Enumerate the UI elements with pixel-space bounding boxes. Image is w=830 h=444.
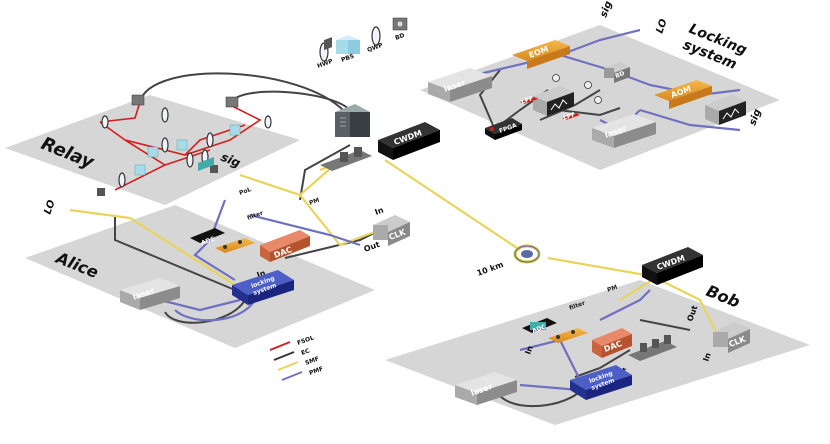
bob-in-label-2: In bbox=[523, 344, 535, 356]
ec-swatch bbox=[273, 351, 295, 361]
function-generator-2 bbox=[705, 95, 746, 125]
fsol-swatch bbox=[269, 341, 291, 351]
fpga: FPGA bbox=[485, 118, 522, 140]
smf-label: SMF bbox=[304, 355, 320, 366]
pmf-label: PMF bbox=[308, 365, 324, 377]
locking-lo-label: LO bbox=[654, 17, 669, 35]
mixer-icons bbox=[552, 74, 602, 104]
ec-label: EC bbox=[300, 347, 311, 357]
alice-in-label-2: In bbox=[256, 268, 268, 280]
function-generator-1 bbox=[533, 86, 574, 116]
fiber-length-label: 10 km bbox=[476, 260, 505, 278]
cwdm-alice: CWDM bbox=[378, 122, 440, 160]
dac-bob: DAC bbox=[592, 328, 632, 358]
bob-locking-unit: locking system bbox=[570, 365, 632, 400]
pol-label: PoL bbox=[238, 186, 252, 197]
eom: EOM bbox=[512, 40, 570, 69]
smf-swatch bbox=[277, 361, 299, 371]
locking-laser-1: laser bbox=[428, 68, 492, 102]
locking-sig-right: sig bbox=[747, 108, 763, 127]
pmf-cables bbox=[159, 28, 741, 392]
bob-laser: laser bbox=[455, 372, 517, 405]
electrical-cables bbox=[114, 69, 691, 408]
filter-unit-bob bbox=[628, 335, 677, 361]
detector bbox=[335, 104, 370, 137]
bd-label: BD bbox=[394, 32, 405, 42]
locking-laser-2: laser bbox=[592, 114, 656, 148]
alice-laser: laser bbox=[120, 278, 180, 310]
alice-locking-unit: locking system bbox=[232, 270, 294, 305]
locking-sig-top: sig bbox=[598, 0, 614, 19]
pbs-cube bbox=[134, 124, 241, 176]
modulator-bob bbox=[548, 328, 588, 343]
adc-alice: ADC bbox=[190, 157, 225, 247]
adc-bob-label: ADC bbox=[531, 323, 547, 335]
locking-bd-label: BD bbox=[614, 70, 625, 80]
bd-block bbox=[131, 94, 239, 108]
bob-in-label: In bbox=[701, 351, 713, 363]
alice-out-label: Out bbox=[363, 240, 382, 254]
pbs-label: PBS bbox=[340, 53, 355, 64]
filter-label-alice: filter bbox=[246, 210, 264, 222]
lpf-2: LPF bbox=[562, 111, 580, 122]
fiber-coupler bbox=[97, 165, 218, 196]
lpf-2-label: LPF bbox=[562, 111, 576, 122]
hwp-label: HWP bbox=[316, 58, 334, 70]
relay-lo-label: LO bbox=[42, 198, 57, 216]
pbs-icon bbox=[336, 35, 360, 54]
clk-bob: CLK bbox=[713, 322, 750, 353]
lpf-1: LPF bbox=[520, 95, 538, 106]
pm-label-bob: PM bbox=[606, 284, 618, 294]
fiber-spool bbox=[513, 244, 541, 264]
pmf-swatch bbox=[281, 371, 303, 381]
alice-in-label: In bbox=[374, 205, 386, 217]
lpf-1-label: LPF bbox=[520, 95, 534, 106]
qwp-icon bbox=[371, 26, 381, 46]
fsol-label: FSOL bbox=[296, 334, 315, 347]
filter-unit-alice bbox=[320, 37, 372, 171]
bd-icon bbox=[392, 17, 408, 31]
bd-detector-locking: BD bbox=[604, 62, 630, 83]
legend-lines: FSOL EC SMF PMF bbox=[269, 334, 324, 381]
cwdm-bob: CWDM bbox=[642, 247, 703, 285]
adc-alice-label: ADC bbox=[200, 235, 216, 247]
pm-label: PM bbox=[308, 197, 320, 207]
qwp-label: QWP bbox=[366, 42, 384, 54]
aom: AOM bbox=[654, 80, 712, 109]
modulator-alice bbox=[215, 238, 255, 253]
adc-bob: ADC bbox=[522, 318, 557, 335]
relay-optics bbox=[97, 94, 272, 196]
clk-alice: CLK bbox=[373, 215, 410, 246]
alice-platform bbox=[25, 205, 375, 348]
